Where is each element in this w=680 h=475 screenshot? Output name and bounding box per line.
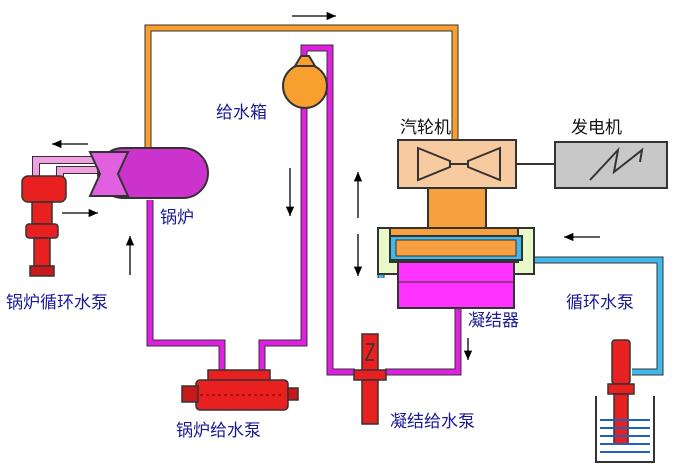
condenser-label: 凝结器 bbox=[468, 311, 519, 331]
feedwater-tank-label: 给水箱 bbox=[216, 103, 267, 123]
turbine bbox=[397, 139, 517, 229]
feedwater-tank bbox=[282, 55, 328, 109]
boiler-feed-pump-label: 锅炉给水泵 bbox=[176, 421, 261, 441]
boiler-circulation-pump bbox=[21, 175, 67, 277]
boiler-circulation-pump-label: 锅炉循环水泵 bbox=[6, 293, 108, 313]
generator bbox=[554, 141, 668, 189]
generator-label: 发电机 bbox=[571, 118, 622, 138]
feedwater-pipe bbox=[146, 44, 462, 376]
condensate-pump bbox=[353, 333, 387, 425]
condenser bbox=[377, 227, 535, 309]
boiler-label: 锅炉 bbox=[160, 208, 194, 228]
circulating-water-pump-label: 循环水泵 bbox=[566, 293, 634, 313]
boiler-feed-pump bbox=[181, 369, 299, 411]
boiler-drum bbox=[88, 147, 209, 199]
steam-pipe bbox=[144, 24, 459, 150]
flow-arrows bbox=[52, 11, 600, 360]
condensate-pump-label: 凝结给水泵 bbox=[390, 412, 475, 432]
turbine-label: 汽轮机 bbox=[400, 118, 451, 138]
water-sump bbox=[595, 396, 655, 463]
